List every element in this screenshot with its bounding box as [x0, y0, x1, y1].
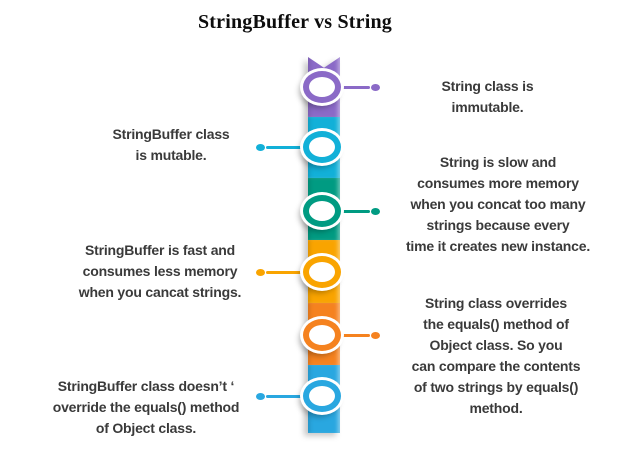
- connector-dot: [371, 84, 380, 91]
- note-stringbuffer-fast: StringBuffer is fast and consumes less m…: [78, 242, 242, 300]
- timeline-node-ring-icon: [303, 71, 341, 103]
- timeline-node-ring-icon: [303, 380, 341, 412]
- connector-line: [338, 332, 380, 339]
- connector-line: [256, 269, 308, 276]
- connector-dot: [371, 332, 380, 339]
- connector-dot: [256, 144, 265, 151]
- connector-line: [256, 144, 308, 151]
- timeline-node-ring-icon: [303, 131, 341, 163]
- timeline-node-ring-icon: [303, 195, 341, 227]
- note-string-immutable: String class is immutable.: [441, 78, 534, 115]
- connector-line: [256, 393, 308, 400]
- connector-line: [338, 208, 380, 215]
- connector-dot: [256, 393, 265, 400]
- note-stringbuffer-no-equals: StringBuffer class doesn’t ‘ override th…: [52, 378, 240, 436]
- note-stringbuffer-mutable: StringBuffer class is mutable.: [112, 126, 230, 163]
- connector-line: [338, 84, 380, 91]
- timeline-node-ring-icon: [303, 256, 341, 288]
- connector-dot: [371, 208, 380, 215]
- timeline-node-ring-icon: [303, 319, 341, 351]
- page-title: StringBuffer vs String: [197, 11, 393, 33]
- note-string-overrides-equals: String class overrides the equals() meth…: [411, 295, 581, 416]
- connector-dot: [256, 269, 265, 276]
- timeline-ribbon: [308, 57, 340, 433]
- note-string-slow: String is slow and consumes more memory …: [405, 154, 591, 254]
